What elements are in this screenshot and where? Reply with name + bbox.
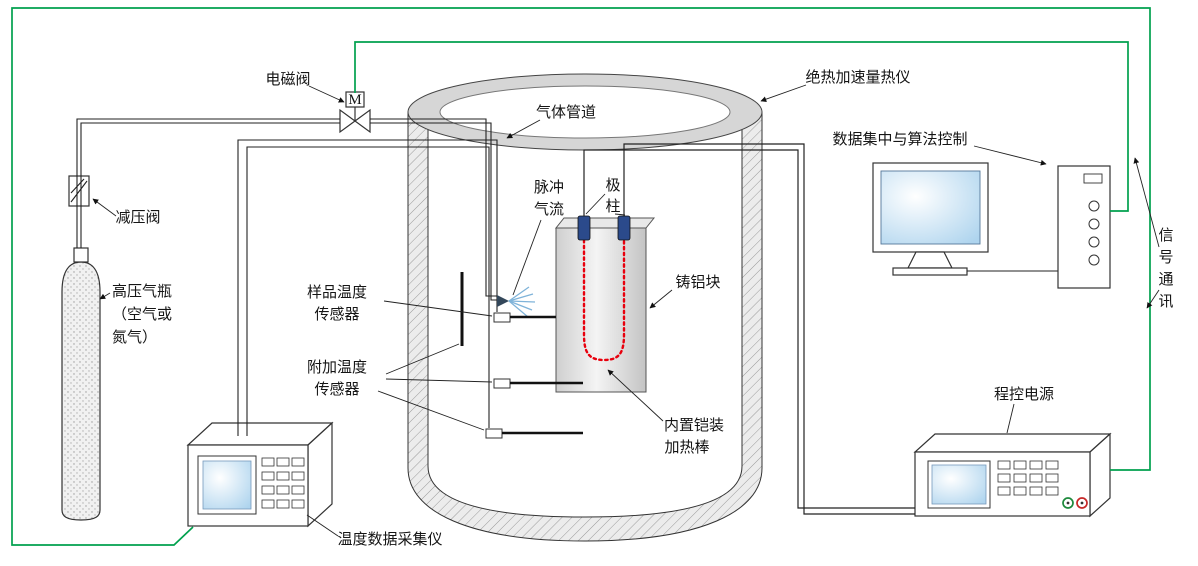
extra-sensor-connector-2	[485, 428, 503, 439]
leader-signal-bottom	[1146, 289, 1160, 309]
leader-solenoid	[308, 85, 345, 103]
armored-heating-rod	[582, 238, 626, 362]
label-signal-comm-1: 信	[1158, 227, 1173, 244]
leader-block	[649, 289, 673, 309]
pole-right	[617, 215, 631, 241]
label-pulse-flow-1: 脉冲	[534, 179, 564, 196]
leader-cylinder	[99, 292, 111, 300]
solenoid-body-left	[339, 108, 357, 134]
label-gas-cylinder-3: 氮气）	[112, 329, 157, 346]
leader-power-supply	[1006, 403, 1015, 434]
monitor-screen	[880, 170, 981, 245]
tower-buttons	[1088, 200, 1100, 266]
vessel-rim-inner	[439, 85, 731, 139]
leader-pressure-valve	[92, 198, 117, 217]
label-extra-sensor-2: 传感器	[314, 381, 359, 398]
temperature-sensors	[460, 272, 583, 439]
label-heating-rod-2: 加热棒	[664, 439, 709, 456]
pressure-reducing-valve	[68, 175, 90, 207]
label-pole-1: 极	[605, 177, 620, 194]
leader-heating-rod	[607, 369, 664, 422]
label-pressure-valve: 减压阀	[115, 209, 160, 226]
leader-lines	[92, 84, 1160, 537]
leader-pulse-flow	[512, 219, 542, 296]
label-extra-sensor-1: 附加温度	[307, 359, 367, 376]
psu-top-face	[913, 433, 1112, 453]
label-gas-cylinder-1: 高压气瓶	[112, 283, 172, 300]
terminal-posts	[577, 215, 631, 241]
leader-calorimeter	[760, 84, 807, 102]
calorimeter-vessel	[407, 73, 763, 542]
label-signal-comm-2: 号	[1158, 250, 1173, 266]
leader-pole-right	[614, 213, 626, 216]
label-sample-sensor-2: 传感器	[314, 306, 359, 323]
psu-screen	[931, 464, 987, 505]
label-signal-comm: 信 号 通 讯	[1158, 227, 1173, 310]
labels: 电磁阀 减压阀 高压气瓶 （空气或 氮气） 气体管道 脉冲 气流 极 柱 铸铝块…	[112, 69, 1174, 548]
leader-extra-sensor-c	[377, 390, 485, 431]
gas-nozzle	[497, 295, 509, 307]
label-temp-daq: 温度数据采集仪	[337, 531, 442, 548]
monitor-base	[892, 267, 968, 276]
signal-wire-valve-to-computer	[354, 41, 1129, 212]
heater-power-cables	[583, 143, 915, 515]
sample-sensor-connector	[493, 312, 511, 323]
pole-left	[577, 215, 591, 241]
label-gas-pipeline: 气体管道	[536, 104, 596, 121]
label-pulse-flow-2: 气流	[534, 201, 564, 218]
leader-sample-sensor	[383, 300, 493, 317]
psu-terminal-pin-1	[1066, 501, 1070, 505]
gas-pipeline-lines	[76, 118, 497, 301]
leader-signal-top	[1133, 157, 1160, 248]
label-signal-comm-3: 通	[1158, 271, 1173, 288]
label-power-supply: 程控电源	[994, 386, 1054, 403]
cylinder-body	[61, 261, 101, 521]
tower-case	[1057, 165, 1111, 289]
solenoid-motor-label: M	[348, 92, 361, 108]
psu-terminal-pin-2	[1080, 501, 1084, 505]
label-pole-2: 柱	[605, 198, 620, 215]
temp-daq-instrument	[186, 421, 334, 528]
daq-screen	[202, 460, 252, 510]
label-sample-sensor-1: 样品温度	[307, 284, 367, 301]
signal-wire-outer	[11, 7, 1151, 546]
leader-extra-sensor-a	[385, 343, 460, 375]
leader-extra-sensor-b	[385, 378, 493, 383]
block-top-face	[554, 217, 656, 229]
extra-sensor-connector-1	[493, 378, 511, 389]
daq-button-grid	[261, 457, 305, 509]
label-heating-rod-1: 内置铠装	[664, 417, 724, 434]
tower-drive-bay	[1083, 173, 1103, 184]
power-supply-unit	[913, 432, 1112, 518]
label-signal-comm-4: 讯	[1158, 293, 1173, 310]
cylinder-neck	[73, 247, 89, 263]
cast-aluminum-block	[554, 217, 656, 393]
solenoid-body-right	[353, 108, 371, 134]
solenoid-valve: M	[339, 91, 371, 134]
leader-daq	[306, 514, 339, 537]
psu-button-grid	[997, 460, 1059, 496]
label-aluminum-block: 铸铝块	[675, 274, 720, 291]
label-data-center: 数据集中与算法控制	[832, 130, 967, 148]
label-calorimeter: 绝热加速量热仪	[805, 69, 910, 86]
label-solenoid-valve: 电磁阀	[265, 71, 310, 88]
leader-gas-pipeline	[506, 119, 541, 139]
pulse-airflow-spray	[508, 286, 536, 318]
gas-cylinder	[61, 247, 101, 521]
leader-data-center	[973, 145, 1047, 166]
label-gas-cylinder-2: （空气或	[112, 306, 172, 323]
leader-pole-left	[585, 193, 606, 215]
block-front-face	[555, 227, 647, 393]
computer	[872, 162, 1111, 289]
signal-wires	[11, 7, 1151, 546]
monitor-stand	[907, 251, 953, 269]
daq-top-face	[186, 422, 334, 446]
sensor-cables	[237, 139, 498, 436]
vessel-wall	[407, 111, 763, 542]
